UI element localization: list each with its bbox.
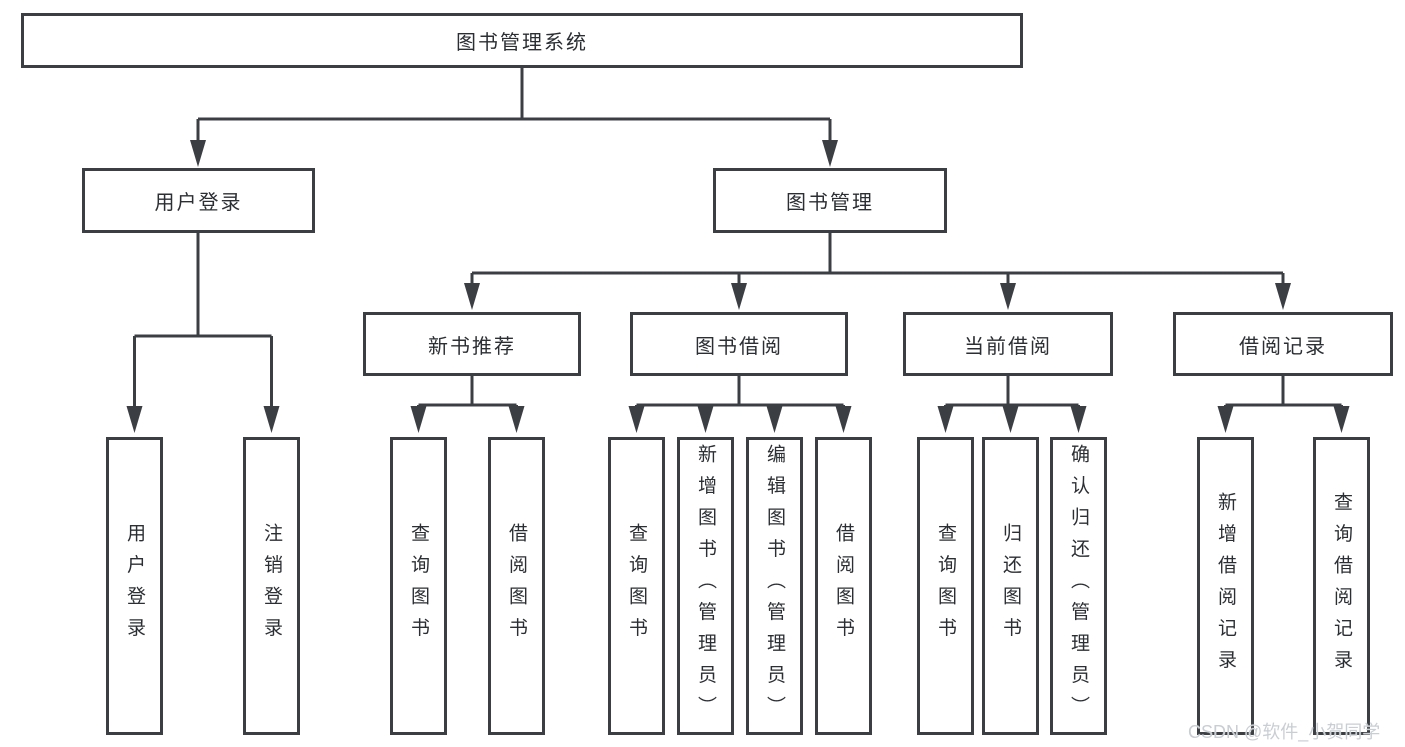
arrowhead-leaf-logout (263, 406, 280, 433)
node-label: 图书借阅 (695, 335, 783, 358)
node-current-borrowing: 当前借阅 (903, 312, 1113, 376)
node-new-book-recommendation: 新书推荐 (363, 312, 581, 376)
leaf-user-login: 用户登录 (106, 437, 163, 735)
arrowhead-borrow-records (1275, 283, 1291, 310)
leaf-label: 查询图书 (935, 523, 956, 649)
arrowhead-current-borrow (1000, 283, 1016, 310)
connector-book-management-group (464, 233, 1291, 310)
leaf-label: 查询图书 (626, 523, 647, 649)
leaf-label: 注销登录 (261, 523, 282, 649)
leaf-label: 归还图书 (1000, 523, 1021, 649)
node-book-management: 图书管理 (713, 168, 947, 233)
node-library-management-system: 图书管理系统 (21, 13, 1023, 68)
leaf-label: 查询图书 (408, 523, 429, 649)
leaf-label: 编辑图书（管理员） (764, 444, 785, 728)
connector-root-to-level2 (190, 68, 838, 167)
leaf-label: 用户登录 (124, 523, 145, 649)
arrowhead-user-login (190, 140, 206, 167)
arrowhead-book-management (822, 140, 838, 167)
leaf-label: 查询借阅记录 (1331, 491, 1352, 681)
leaf-nbr-query-books: 查询图书 (390, 437, 447, 735)
connector-current-borrow-group (937, 376, 1087, 433)
connector-borrow-records-group (1217, 376, 1350, 433)
leaf-bb-edit-books-admin: 编辑图书（管理员） (746, 437, 803, 735)
connector-user-login-group (126, 233, 280, 433)
node-label: 用户登录 (154, 192, 243, 214)
leaf-label: 新增借阅记录 (1215, 491, 1236, 681)
node-borrowing-records: 借阅记录 (1173, 312, 1393, 376)
leaf-bb-borrow-books: 借阅图书 (815, 437, 872, 735)
leaf-cb-return-books: 归还图书 (982, 437, 1039, 735)
node-label: 借阅记录 (1239, 335, 1327, 358)
leaf-label: 借阅图书 (833, 523, 854, 649)
leaf-cb-query-books: 查询图书 (917, 437, 974, 735)
node-label: 新书推荐 (428, 335, 516, 358)
node-label: 图书管理系统 (456, 32, 588, 54)
csdn-watermark: CSDN @软件_小贺同学 (1188, 722, 1381, 742)
node-book-borrowing: 图书借阅 (630, 312, 848, 376)
connector-book-borrow-group (628, 376, 852, 433)
arrowhead-book-borrow (731, 283, 747, 310)
leaf-nbr-borrow-books: 借阅图书 (488, 437, 545, 735)
node-user-login: 用户登录 (82, 168, 315, 233)
leaf-label: 确认归还（管理员） (1068, 444, 1089, 728)
leaf-label: 新增图书（管理员） (695, 444, 716, 728)
node-label: 当前借阅 (964, 335, 1052, 358)
leaf-br-add-record: 新增借阅记录 (1197, 437, 1254, 735)
node-label: 图书管理 (786, 192, 874, 214)
leaf-bb-query-books: 查询图书 (608, 437, 665, 735)
leaf-label: 借阅图书 (506, 523, 527, 649)
leaf-bb-add-books-admin: 新增图书（管理员） (677, 437, 734, 735)
leaf-logout: 注销登录 (243, 437, 300, 735)
connector-new-book-rec-group (410, 376, 525, 433)
arrowhead-new-book-rec (464, 283, 480, 310)
leaf-cb-confirm-return-admin: 确认归还（管理员） (1050, 437, 1107, 735)
leaf-br-query-record: 查询借阅记录 (1313, 437, 1370, 735)
arrowhead-leaf-user-login (126, 406, 143, 433)
